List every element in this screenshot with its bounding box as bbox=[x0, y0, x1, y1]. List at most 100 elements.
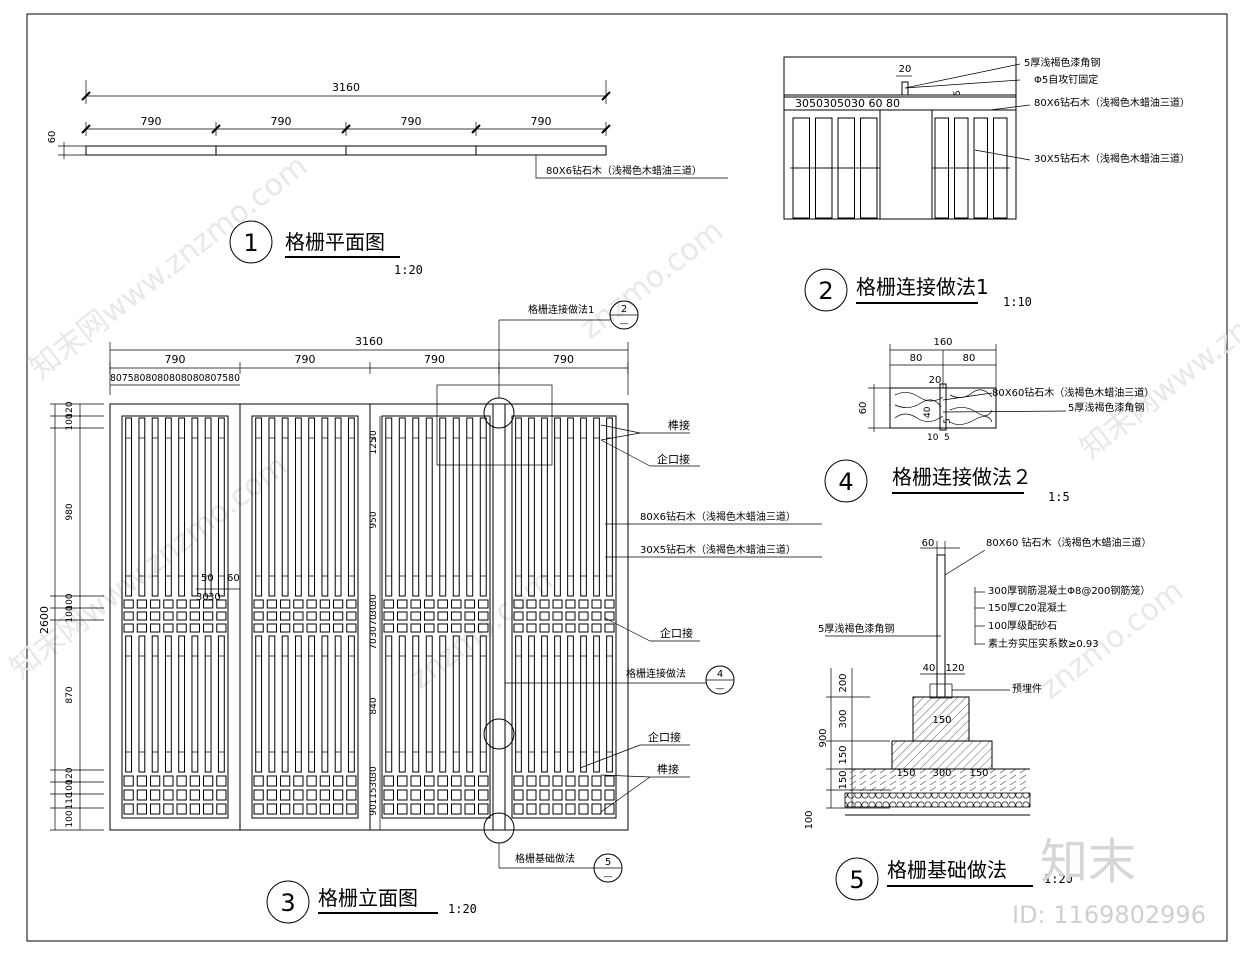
grille-slat bbox=[515, 635, 522, 773]
lattice-cell bbox=[451, 611, 462, 621]
grille-slat bbox=[204, 417, 212, 597]
elev-left-dim: 100 bbox=[65, 810, 75, 827]
brand-logo-text: 知末 bbox=[1040, 834, 1136, 890]
lattice-cell bbox=[478, 611, 489, 621]
lattice-cell bbox=[424, 803, 435, 815]
grille-slat bbox=[541, 635, 548, 773]
grille-slat bbox=[439, 417, 447, 597]
lattice-cell bbox=[578, 599, 589, 609]
sheet-border bbox=[26, 13, 1228, 942]
grille-slat bbox=[452, 635, 460, 773]
elev-note-mortise-2: 榫接 bbox=[657, 762, 679, 776]
grille-slat bbox=[580, 417, 587, 597]
lattice-cell bbox=[410, 623, 421, 633]
plan-total-dim: 3160 bbox=[332, 81, 360, 94]
grille-slat bbox=[308, 417, 316, 597]
grille-slat bbox=[412, 417, 420, 597]
d4-note-steel: 5厚浅褐色漆角钢 bbox=[1068, 401, 1144, 414]
lattice-cell bbox=[552, 789, 563, 801]
lattice-cell bbox=[123, 623, 134, 633]
grille-slat bbox=[138, 635, 146, 773]
lattice-cell bbox=[410, 789, 421, 801]
lattice-cell bbox=[346, 623, 357, 633]
lattice-cell bbox=[319, 623, 330, 633]
d5-post-dim: 60 bbox=[922, 538, 935, 549]
plan-segment-dim: 790 bbox=[401, 115, 422, 128]
d2-title: 格栅连接做法1 bbox=[856, 275, 989, 299]
lattice-cell bbox=[150, 611, 161, 621]
d5-dim-w3: 150 bbox=[969, 768, 988, 779]
d5-title: 格栅基础做法 bbox=[887, 858, 1007, 882]
lattice-cell bbox=[333, 789, 344, 801]
d2-scale: 1:10 bbox=[1003, 295, 1032, 309]
grille-slat bbox=[452, 417, 460, 597]
elev-height-dim: 2600 bbox=[38, 606, 51, 634]
elev-callout-d1-label: 格栅连接做法1 bbox=[528, 303, 594, 316]
lattice-cell bbox=[216, 803, 227, 815]
lattice-cell bbox=[163, 611, 174, 621]
lattice-cell bbox=[176, 611, 187, 621]
foundation-detail: 60 200 300 150 150 900 100 150 300 150 1… bbox=[804, 536, 1151, 901]
grille-slat bbox=[479, 635, 487, 773]
grille-slat bbox=[541, 417, 548, 597]
lattice-cell bbox=[410, 599, 421, 609]
lattice-cell bbox=[203, 599, 214, 609]
grille-panel bbox=[251, 415, 359, 819]
lattice-cell bbox=[280, 623, 291, 633]
lattice-cell bbox=[565, 775, 576, 787]
lattice-cell bbox=[189, 611, 200, 621]
grille-slat bbox=[515, 417, 522, 597]
grille-slat bbox=[606, 635, 613, 773]
lattice-cell bbox=[346, 599, 357, 609]
lattice-cell bbox=[578, 623, 589, 633]
lattice-cell bbox=[189, 623, 200, 633]
lattice-cell bbox=[150, 623, 161, 633]
d4-half2-dim: 80 bbox=[963, 353, 976, 364]
lattice-cell bbox=[150, 599, 161, 609]
lattice-cell bbox=[333, 611, 344, 621]
lattice-cell bbox=[306, 789, 317, 801]
elev-fine-dims: 8075808080808080807580 bbox=[110, 373, 240, 384]
elev-segment-dim: 790 bbox=[553, 353, 574, 366]
plan-title: 格栅平面图 bbox=[285, 230, 385, 254]
elev-title-number: 3 bbox=[280, 889, 295, 917]
lattice-cell bbox=[280, 803, 291, 815]
lattice-cell bbox=[293, 611, 304, 621]
elev-segment-dim: 790 bbox=[165, 353, 186, 366]
lattice-cell bbox=[136, 599, 147, 609]
watermark-text: 知末网www.znzmo.com bbox=[23, 148, 314, 386]
lattice-cell bbox=[397, 803, 408, 815]
d2-top-dim: 20 bbox=[899, 64, 912, 75]
lattice-cell bbox=[552, 803, 563, 815]
lattice-cell bbox=[604, 623, 615, 633]
lattice-cell bbox=[539, 789, 550, 801]
grille-slat bbox=[425, 417, 433, 597]
grille-slat bbox=[178, 635, 186, 773]
lattice-cell bbox=[306, 623, 317, 633]
grille-slat bbox=[567, 635, 574, 773]
grille-slat bbox=[308, 635, 316, 773]
elev-note-tongue-1: 企口接 bbox=[657, 452, 690, 466]
lattice-cell bbox=[346, 775, 357, 787]
grille-slat bbox=[178, 417, 186, 597]
lattice-cell bbox=[451, 623, 462, 633]
lattice-cell bbox=[253, 623, 264, 633]
elev-inner-dim: 115 bbox=[369, 787, 379, 804]
grille-slat bbox=[554, 417, 561, 597]
elev-left-dim: 120 bbox=[65, 767, 75, 784]
elev-inner-dim: 30 bbox=[369, 776, 379, 788]
d5-dim-40: 40 bbox=[923, 663, 936, 674]
lattice-cell bbox=[203, 775, 214, 787]
elev-left-dim: 120 bbox=[65, 401, 75, 418]
elev-inner-dim: 30 bbox=[369, 626, 379, 638]
brand-id-text: ID: 1169802996 bbox=[1012, 901, 1206, 929]
grille-slat bbox=[125, 635, 133, 773]
lattice-cell bbox=[293, 599, 304, 609]
lattice-cell bbox=[565, 599, 576, 609]
lattice-cell bbox=[216, 611, 227, 621]
lattice-cell bbox=[163, 775, 174, 787]
plan-segment-dim: 790 bbox=[141, 115, 162, 128]
lattice-cell bbox=[163, 599, 174, 609]
